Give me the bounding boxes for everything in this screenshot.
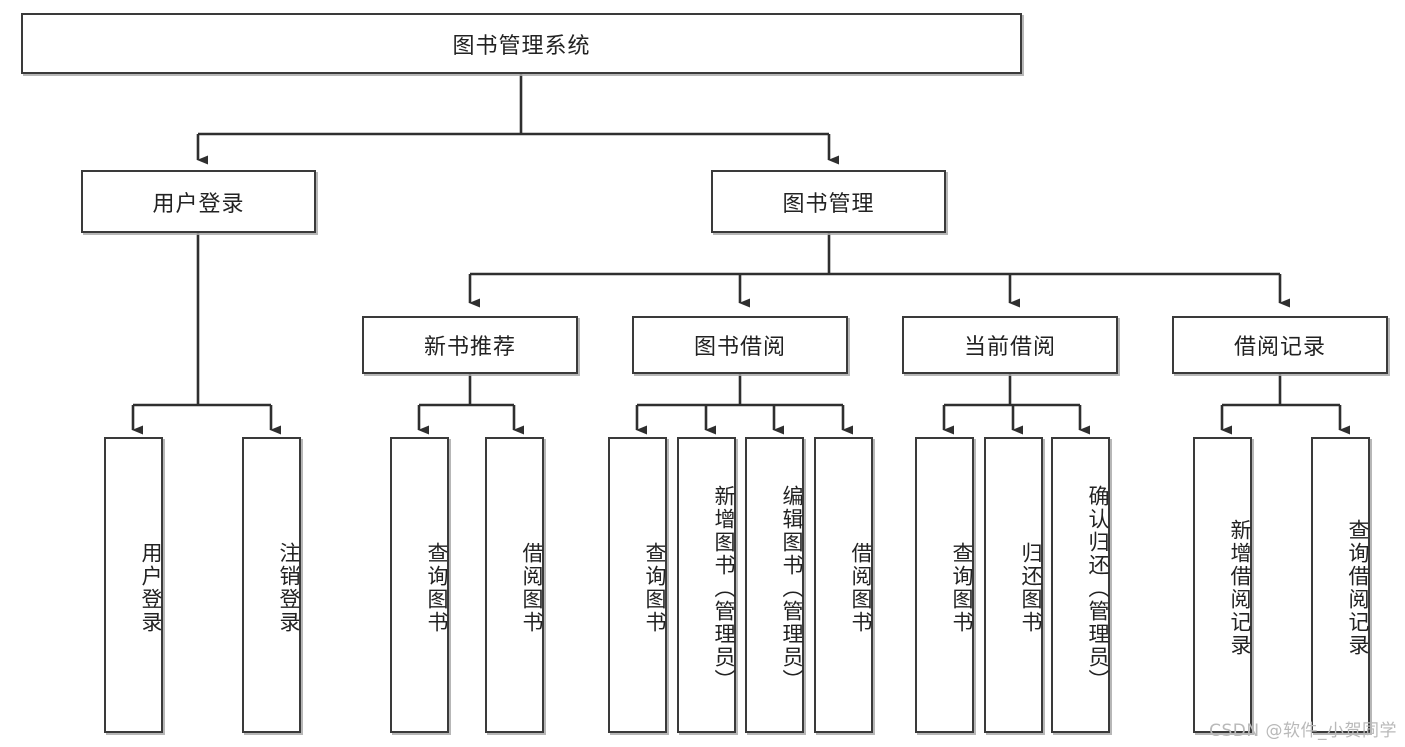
node-label: 图书管理系统 bbox=[452, 33, 591, 59]
node-label: 注销登录 bbox=[277, 542, 301, 634]
leaf-current-borrow-return[interactable]: 归还图书 bbox=[984, 437, 1043, 733]
leaf-user-login-login[interactable]: 用户登录 bbox=[104, 437, 163, 733]
leaf-new-book-borrow[interactable]: 借阅图书 bbox=[485, 437, 544, 733]
leaf-current-borrow-query[interactable]: 查询图书 bbox=[915, 437, 974, 733]
node-label: 新增借阅记录 bbox=[1228, 519, 1252, 657]
node-current-borrow[interactable]: 当前借阅 bbox=[902, 316, 1118, 374]
leaf-user-login-logout[interactable]: 注销登录 bbox=[242, 437, 301, 733]
node-label: 新增图书（管理员） bbox=[712, 484, 736, 692]
node-label: 查询图书 bbox=[425, 542, 449, 634]
node-book-borrow[interactable]: 图书借阅 bbox=[632, 316, 848, 374]
node-root-system[interactable]: 图书管理系统 bbox=[21, 13, 1022, 74]
node-book-management[interactable]: 图书管理 bbox=[711, 170, 946, 233]
leaf-borrow-records-add[interactable]: 新增借阅记录 bbox=[1193, 437, 1252, 733]
node-label: 当前借阅 bbox=[963, 335, 1056, 360]
node-label: 图书借阅 bbox=[693, 335, 786, 360]
node-label: 编辑图书（管理员） bbox=[780, 484, 804, 692]
node-label: 借阅图书 bbox=[849, 542, 873, 634]
leaf-borrow-records-query[interactable]: 查询借阅记录 bbox=[1311, 437, 1370, 733]
leaf-book-borrow-borrow[interactable]: 借阅图书 bbox=[814, 437, 873, 733]
node-label: 查询图书 bbox=[950, 542, 974, 634]
node-label: 新书推荐 bbox=[423, 335, 516, 360]
node-label: 图书管理 bbox=[782, 191, 875, 217]
node-label: 确认归还（管理员） bbox=[1086, 484, 1110, 692]
node-label: 归还图书 bbox=[1019, 542, 1043, 634]
leaf-new-book-query[interactable]: 查询图书 bbox=[390, 437, 449, 733]
leaf-book-borrow-query[interactable]: 查询图书 bbox=[608, 437, 667, 733]
node-borrow-records[interactable]: 借阅记录 bbox=[1172, 316, 1388, 374]
node-label: 用户登录 bbox=[152, 191, 245, 217]
node-new-book-recommend[interactable]: 新书推荐 bbox=[362, 316, 578, 374]
node-user-login[interactable]: 用户登录 bbox=[81, 170, 316, 233]
node-label: 借阅图书 bbox=[520, 542, 544, 634]
node-label: 用户登录 bbox=[139, 542, 163, 634]
leaf-book-borrow-edit[interactable]: 编辑图书（管理员） bbox=[745, 437, 804, 733]
leaf-book-borrow-add[interactable]: 新增图书（管理员） bbox=[677, 437, 736, 733]
node-label: 查询借阅记录 bbox=[1346, 519, 1370, 657]
watermark-text: CSDN @软件_小贺同学 bbox=[1209, 721, 1397, 741]
node-label: 查询图书 bbox=[643, 542, 667, 634]
leaf-current-borrow-confirm-return[interactable]: 确认归还（管理员） bbox=[1051, 437, 1110, 733]
node-label: 借阅记录 bbox=[1233, 335, 1326, 360]
